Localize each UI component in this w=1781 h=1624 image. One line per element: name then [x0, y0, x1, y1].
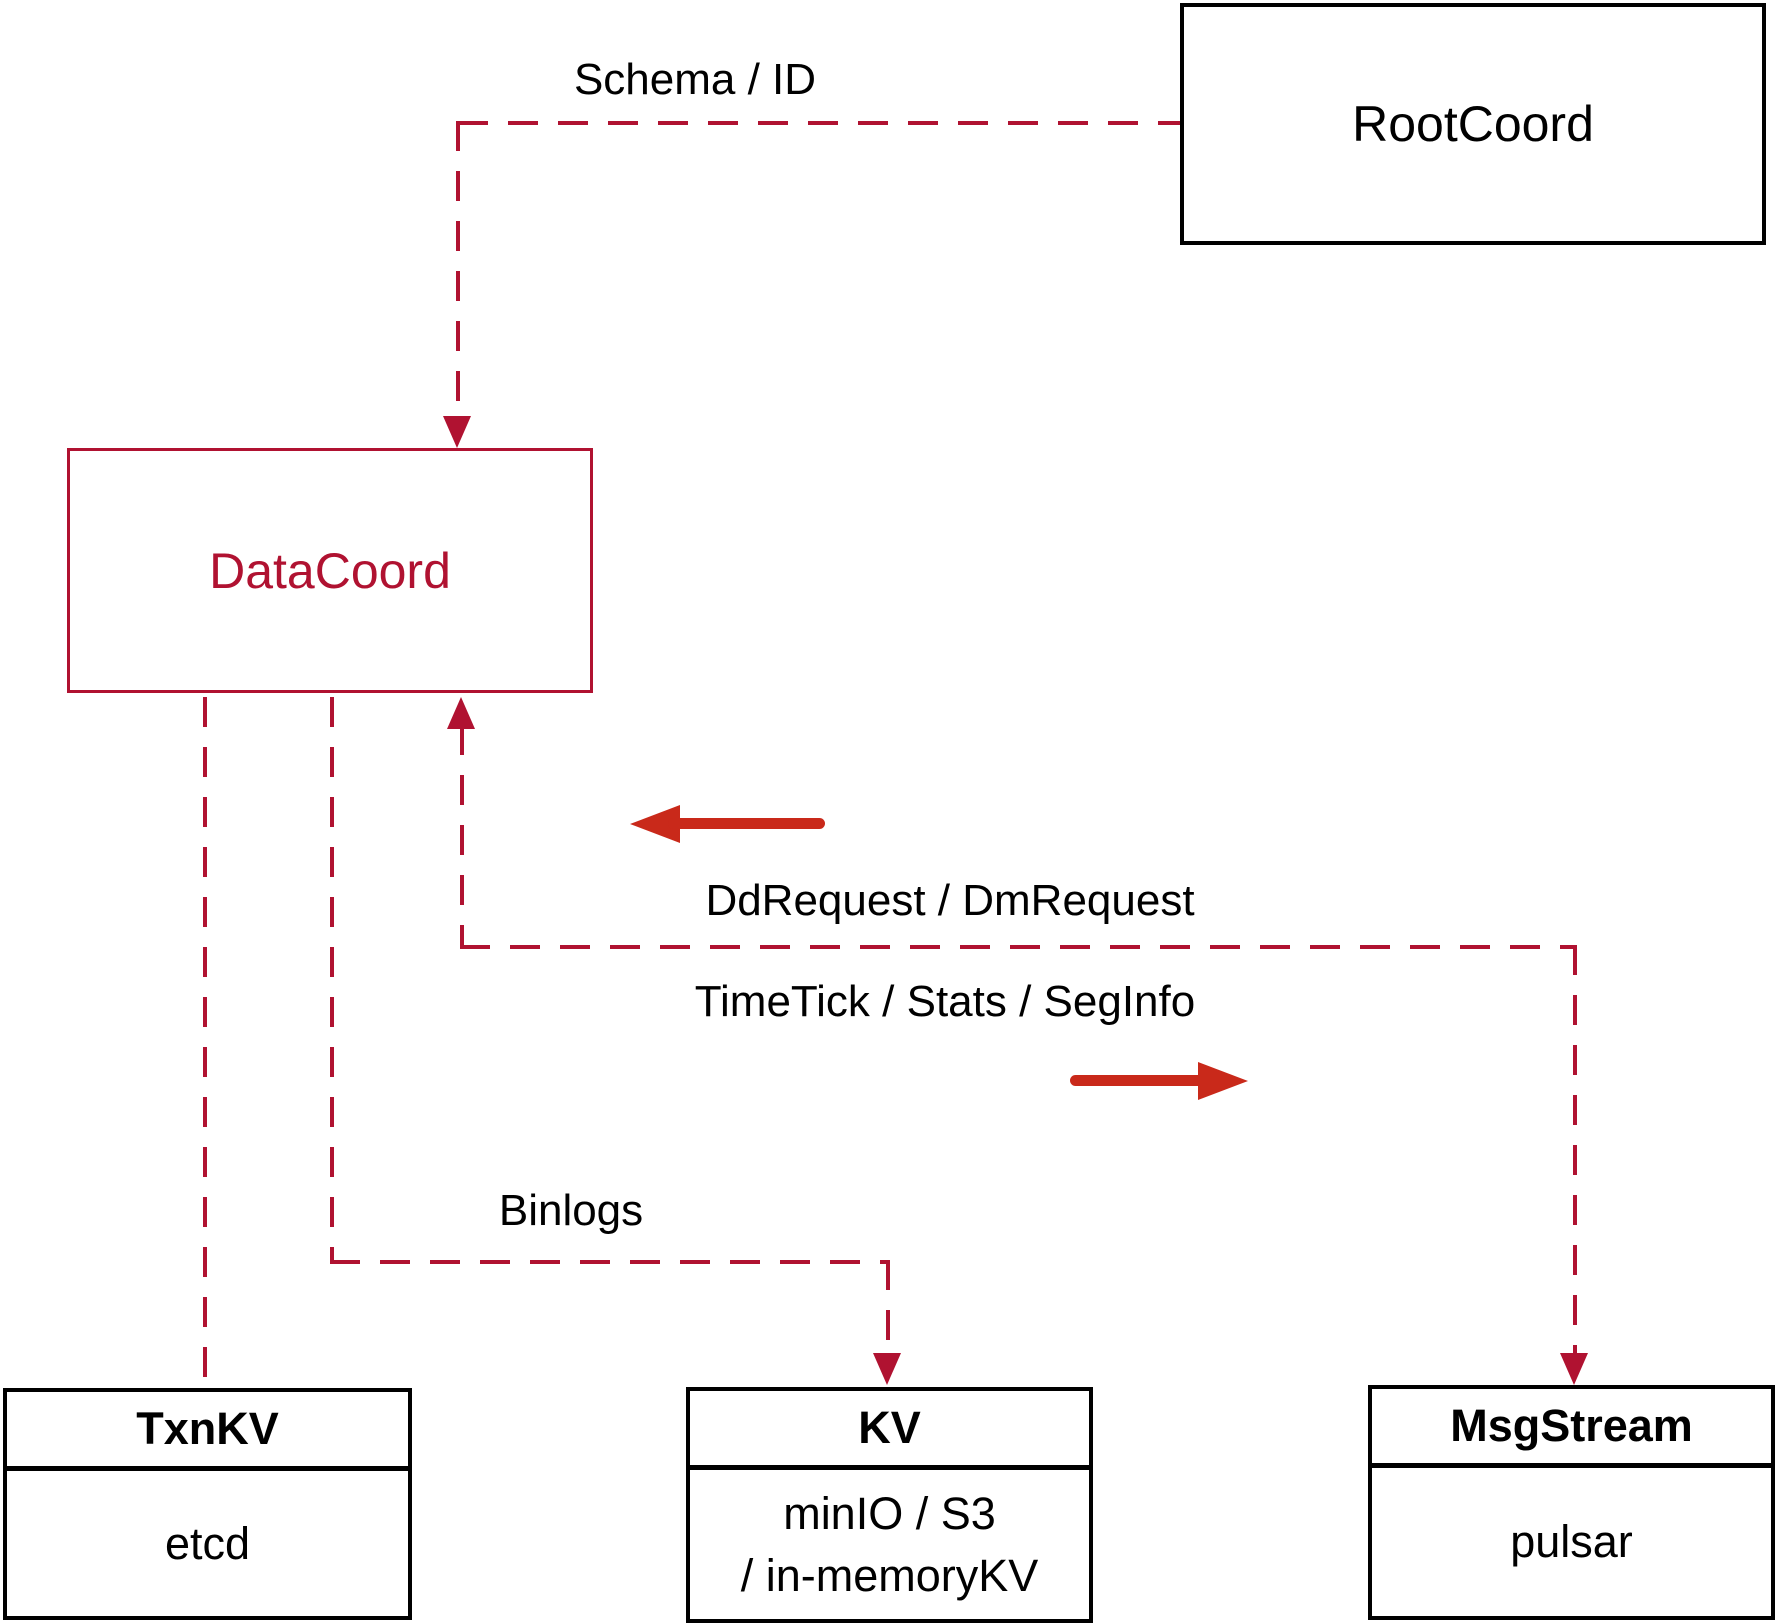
direction-arrow-right-shaft	[1070, 1075, 1230, 1086]
datacoord-label: DataCoord	[209, 542, 451, 599]
node-txnkv: TxnKV etcd	[3, 1388, 412, 1620]
kv-body-line1: minIO / S3	[783, 1487, 996, 1539]
ddrequest-dmrequest-edge-label: DdRequest / DmRequest	[705, 876, 1195, 925]
arrowhead-down-icon	[443, 416, 471, 448]
datacoord-txnkv-edge-line	[203, 697, 207, 1388]
node-rootcoord: RootCoord	[1180, 3, 1766, 245]
schema-id-edge-vertical-line	[456, 121, 460, 418]
txnkv-title: TxnKV	[7, 1392, 408, 1471]
txnkv-body: etcd	[164, 1517, 251, 1569]
arrowhead-down-icon	[873, 1353, 901, 1385]
node-msgstream: MsgStream pulsar	[1368, 1385, 1775, 1620]
request-edge-vertical-line-right	[1573, 945, 1577, 1353]
arrowhead-down-icon	[1560, 1353, 1588, 1385]
kv-title: KV	[690, 1391, 1089, 1470]
direction-arrow-right-icon	[1198, 1062, 1248, 1100]
binlogs-edge-vertical-line-1	[330, 697, 334, 1262]
node-datacoord: DataCoord	[67, 448, 593, 693]
schema-id-edge-horizontal-line	[458, 121, 1180, 125]
msgstream-title: MsgStream	[1372, 1389, 1771, 1468]
rootcoord-label: RootCoord	[1352, 96, 1594, 152]
request-edge-horizontal-line	[460, 945, 1575, 949]
direction-arrow-left-shaft	[668, 818, 825, 829]
node-kv: KV minIO / S3 / in-memoryKV	[686, 1387, 1093, 1623]
binlogs-edge-label: Binlogs	[498, 1186, 644, 1235]
msgstream-body: pulsar	[1510, 1516, 1633, 1567]
binlogs-edge-horizontal-line	[330, 1260, 888, 1264]
schema-id-edge-label: Schema / ID	[573, 55, 817, 104]
timetick-stats-seginfo-edge-label: TimeTick / Stats / SegInfo	[694, 977, 1196, 1026]
binlogs-edge-vertical-line-2	[886, 1260, 890, 1353]
arrowhead-up-icon	[447, 697, 475, 729]
kv-body-line2: / in-memoryKV	[740, 1549, 1039, 1601]
request-edge-vertical-line-left	[460, 725, 464, 947]
